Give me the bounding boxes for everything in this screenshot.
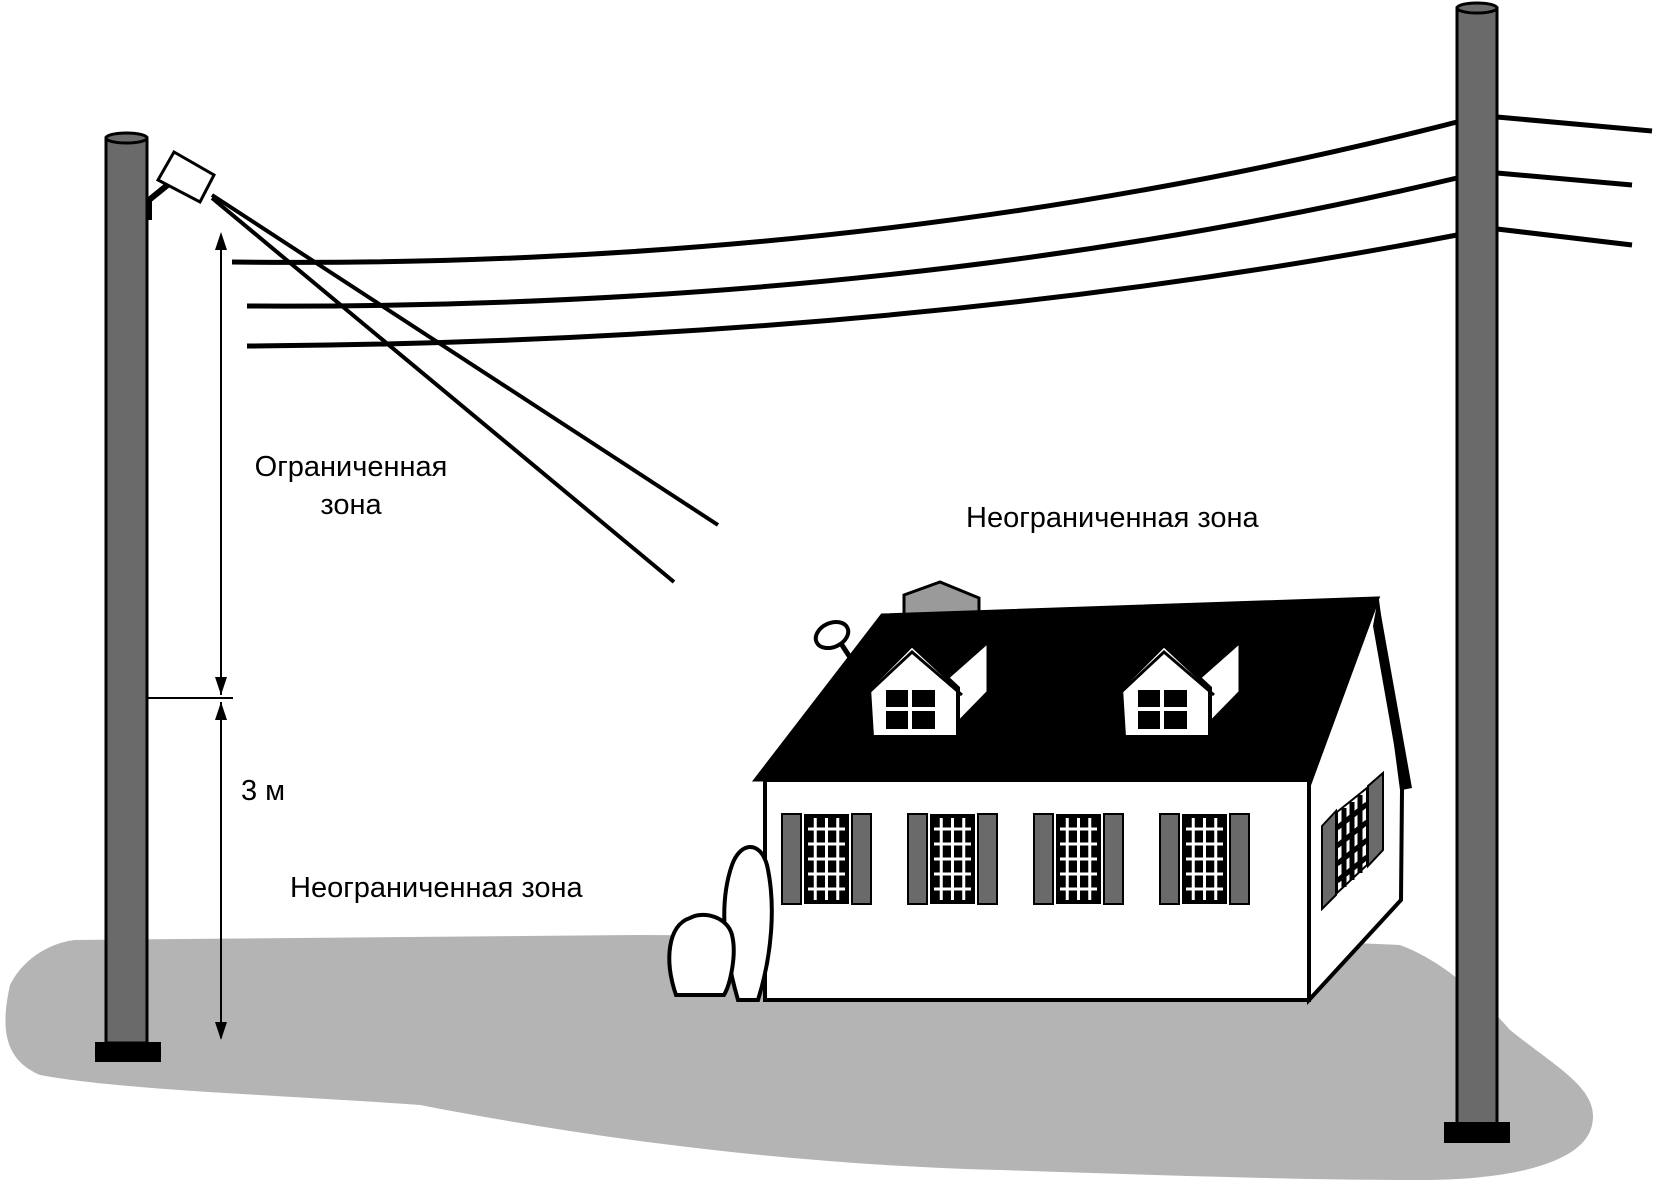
window-shutter bbox=[1159, 813, 1180, 905]
camera-view-lines bbox=[210, 193, 720, 584]
front-window-3 bbox=[1033, 813, 1124, 905]
front-window-4 bbox=[1159, 813, 1250, 905]
window-shutter bbox=[1103, 813, 1124, 905]
unrestricted-zone-label-high: Неограниченная зона bbox=[966, 502, 1260, 534]
right-pole bbox=[1444, 1, 1510, 1143]
bushes bbox=[667, 845, 774, 1002]
front-window-1 bbox=[781, 813, 872, 905]
roof bbox=[751, 596, 1381, 782]
restricted-zone-label-line1: Ограниченная bbox=[255, 451, 448, 483]
unrestricted-zone-label-low: Неограниченная зона bbox=[290, 872, 584, 904]
window-shutter bbox=[907, 813, 928, 905]
window-shutter bbox=[1033, 813, 1054, 905]
restricted-zone-label-line2: зона bbox=[320, 489, 382, 521]
window-shutter bbox=[1229, 813, 1250, 905]
side-window bbox=[1321, 770, 1384, 912]
front-window-2 bbox=[907, 813, 998, 905]
height-label: 3 м bbox=[241, 775, 285, 807]
window-shutter bbox=[977, 813, 998, 905]
dimension-arrows bbox=[147, 232, 233, 1040]
power-lines bbox=[231, 114, 1653, 349]
window-shutter bbox=[851, 813, 872, 905]
camera-icon bbox=[146, 149, 216, 220]
dormer-left bbox=[864, 638, 990, 739]
dormer-right bbox=[1116, 638, 1242, 739]
front-windows bbox=[781, 813, 1250, 905]
window-shutter bbox=[781, 813, 802, 905]
left-pole bbox=[95, 131, 161, 1062]
house bbox=[751, 580, 1412, 1006]
